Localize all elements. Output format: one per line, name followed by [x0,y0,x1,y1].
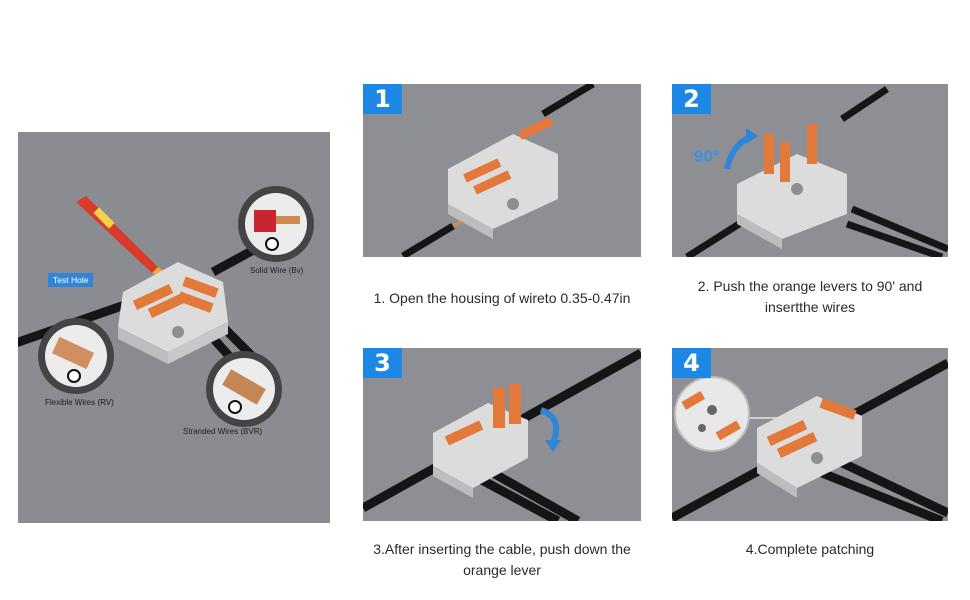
step-number-badge: 1 [363,84,402,114]
connector-overview-illustration [18,186,314,427]
test-hole-label: Test Hole [48,273,94,287]
step-number-badge: 2 [672,84,711,114]
stranded-wire-magnifier-icon [206,351,282,427]
step-1-image: 1 [363,84,641,257]
step-number-badge: 4 [672,348,711,378]
angle-label: 90° [694,147,720,166]
wire-types-panel: Test Hole Solid Wire (Bv) Flexible Wires… [18,132,330,523]
connector-complete-icon [757,396,862,498]
connector-body [118,262,228,364]
step-number-badge: 3 [363,348,402,378]
step-3-image: 3 [363,348,641,521]
solid-wire-label: Solid Wire (Bv) [250,266,304,275]
connector-lever-down-icon [433,384,528,498]
step-2-image: 90° 2 [672,84,948,257]
flexible-wire-label: Flexible Wires (RV) [45,398,114,407]
connector-levers-up-icon [737,124,847,249]
solid-wire-magnifier-icon [238,186,314,262]
flexible-wire-magnifier-icon [38,318,114,394]
step-2-caption: 2. Push the orange levers to 90' and ins… [697,278,923,315]
voltage-tester-icon [76,196,178,282]
step-3-caption: 3.After inserting the cable, push down t… [373,541,631,578]
step-1-caption: 1. Open the housing of wireto 0.35-0.47i… [373,290,631,306]
stranded-wire-label: Stranded Wires (BVR) [183,427,263,436]
connector-open-icon [448,116,558,239]
step-4-caption: 4.Complete patching [745,541,875,557]
test-hole-magnifier-icon [674,376,750,452]
step-4-image: 4 [672,348,948,521]
